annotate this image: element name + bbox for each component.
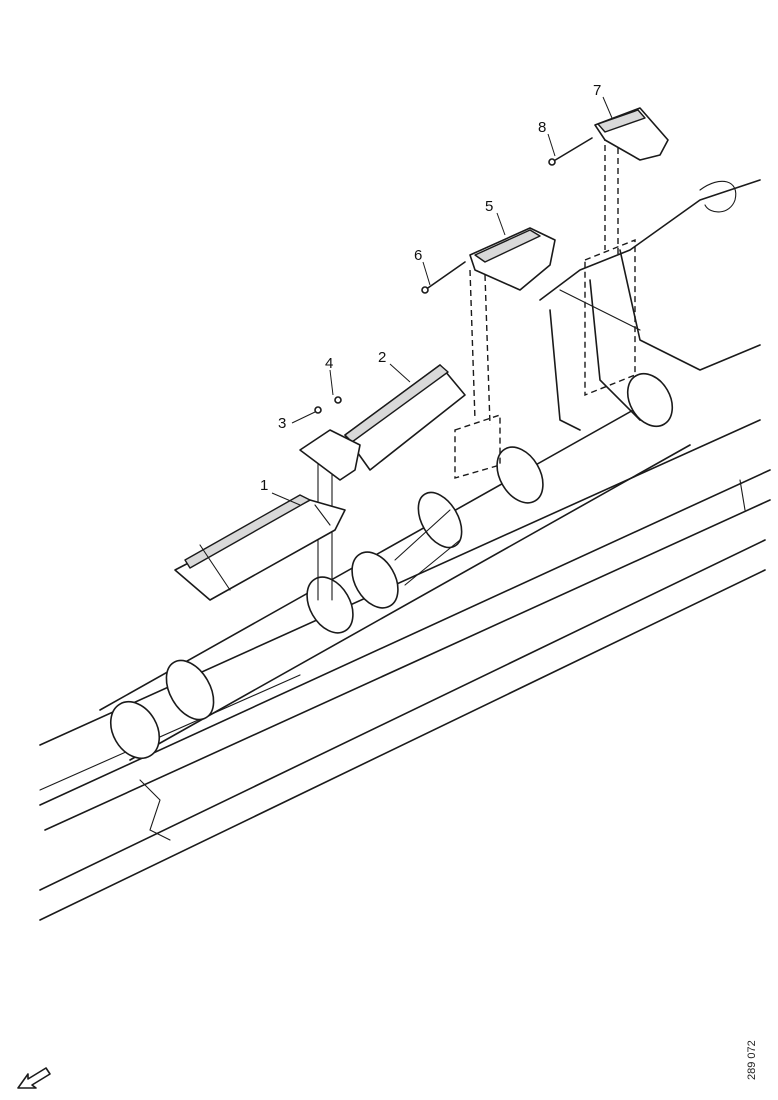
part-3-4-clip xyxy=(299,396,361,481)
part-5-cap xyxy=(469,227,556,291)
callout-1: 1 xyxy=(260,477,268,494)
part-1-cover xyxy=(174,494,346,601)
assembly-guide-lines xyxy=(317,135,636,601)
callout-7: 7 xyxy=(593,82,601,99)
mounting-bracket xyxy=(539,179,761,431)
callout-5: 5 xyxy=(485,198,493,215)
fasteners xyxy=(421,137,593,294)
callout-6: 6 xyxy=(414,247,422,264)
direction-arrow-icon xyxy=(17,1067,51,1089)
callout-4: 4 xyxy=(325,355,333,372)
callout-3: 3 xyxy=(278,415,286,432)
callout-8: 8 xyxy=(538,119,546,136)
drawing-reference-code: 289 072 xyxy=(746,1040,758,1080)
frame-rails xyxy=(39,419,771,921)
part-2-cover xyxy=(344,364,466,471)
cylinder-tube xyxy=(99,372,691,761)
part-7-cap xyxy=(594,107,669,161)
callout-numbers: 1 2 3 4 5 6 7 8 xyxy=(260,82,601,494)
callout-leaders xyxy=(271,96,613,506)
callout-2: 2 xyxy=(378,349,386,366)
